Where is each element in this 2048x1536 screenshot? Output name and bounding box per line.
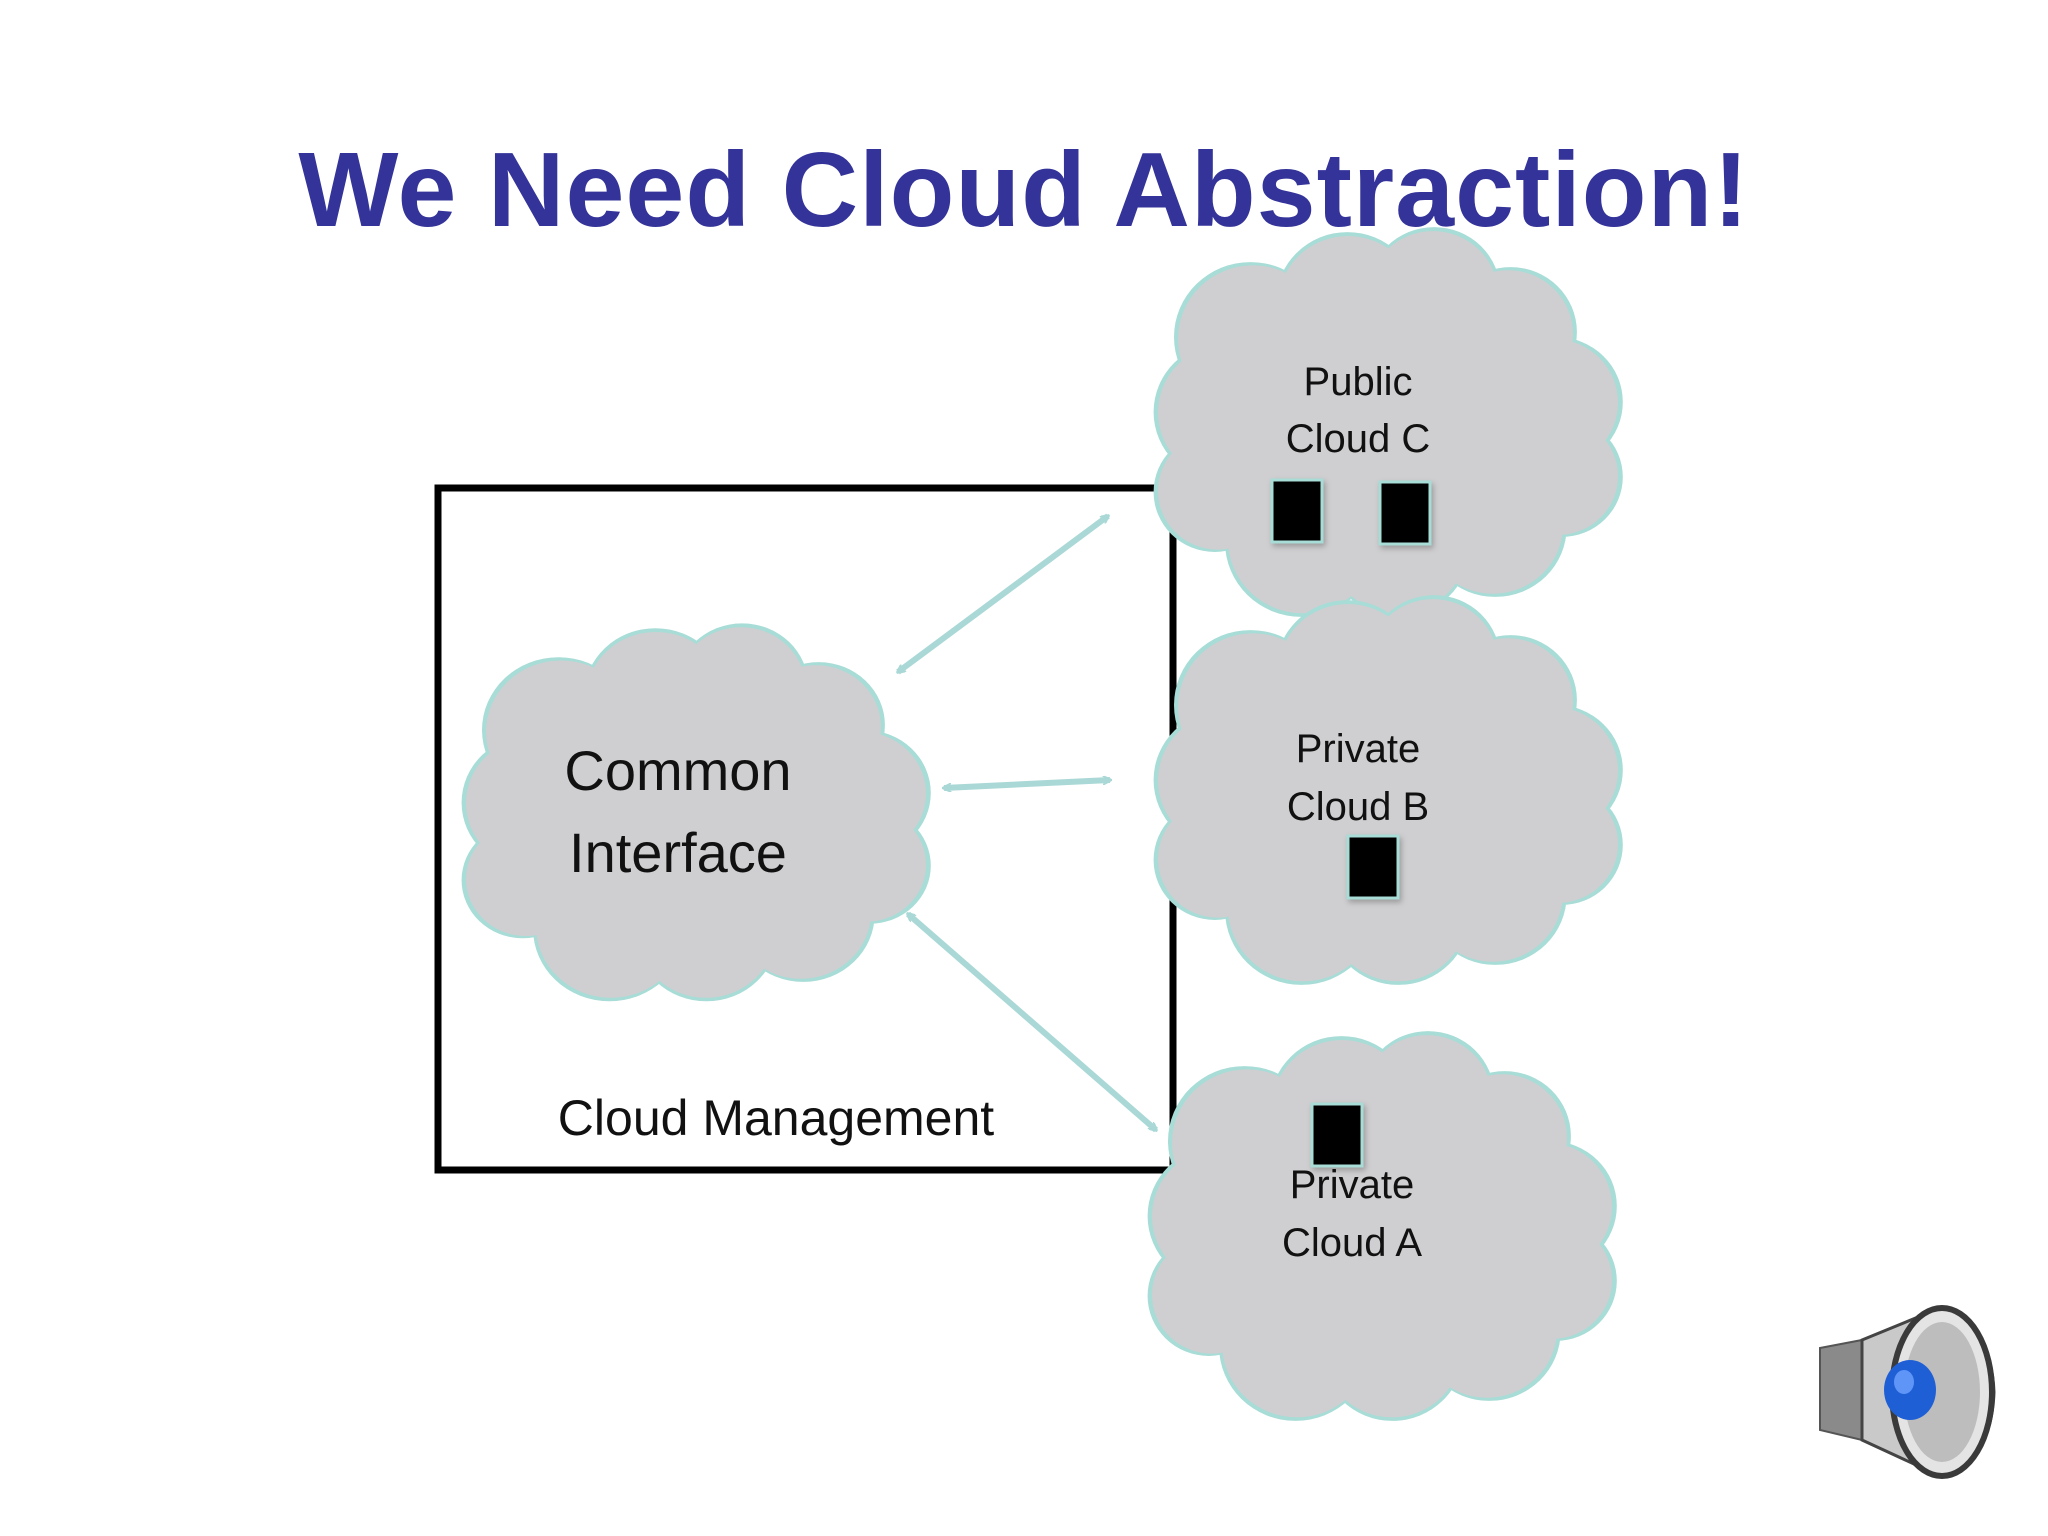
private-cloud-b-label-line1: Private	[1296, 727, 1421, 771]
private-cloud-b-label-line2: Cloud B	[1287, 785, 1429, 829]
common-interface-label-line1: Common	[564, 739, 791, 802]
private-cloud-b: Private Cloud B	[1153, 595, 1623, 985]
vm-icon	[1310, 1102, 1364, 1168]
private-cloud-a-label-line2: Cloud A	[1282, 1221, 1422, 1265]
vm-icon	[1378, 480, 1432, 546]
arrow-to-private-cloud-b	[944, 780, 1110, 788]
private-cloud-a: Private Cloud A	[1147, 1031, 1617, 1421]
arrow-to-private-cloud-a	[908, 914, 1156, 1130]
vm-icon	[1346, 834, 1400, 900]
speaker-icon[interactable]	[1819, 1305, 1996, 1479]
common-interface-cloud: Common Interface	[461, 623, 931, 1002]
cloud-management-label: Cloud Management	[558, 1090, 994, 1146]
private-cloud-a-label-line1: Private	[1290, 1163, 1415, 1207]
common-interface-label-line2: Interface	[569, 821, 787, 884]
public-cloud-c: Public Cloud C	[1153, 227, 1623, 617]
arrow-to-public-cloud-c	[898, 513, 1108, 675]
public-cloud-c-label-line2: Cloud C	[1286, 417, 1431, 461]
vm-icon	[1270, 478, 1324, 544]
public-cloud-c-label-line1: Public	[1304, 360, 1413, 404]
slide-title: We Need Cloud Abstraction!	[298, 131, 1750, 249]
